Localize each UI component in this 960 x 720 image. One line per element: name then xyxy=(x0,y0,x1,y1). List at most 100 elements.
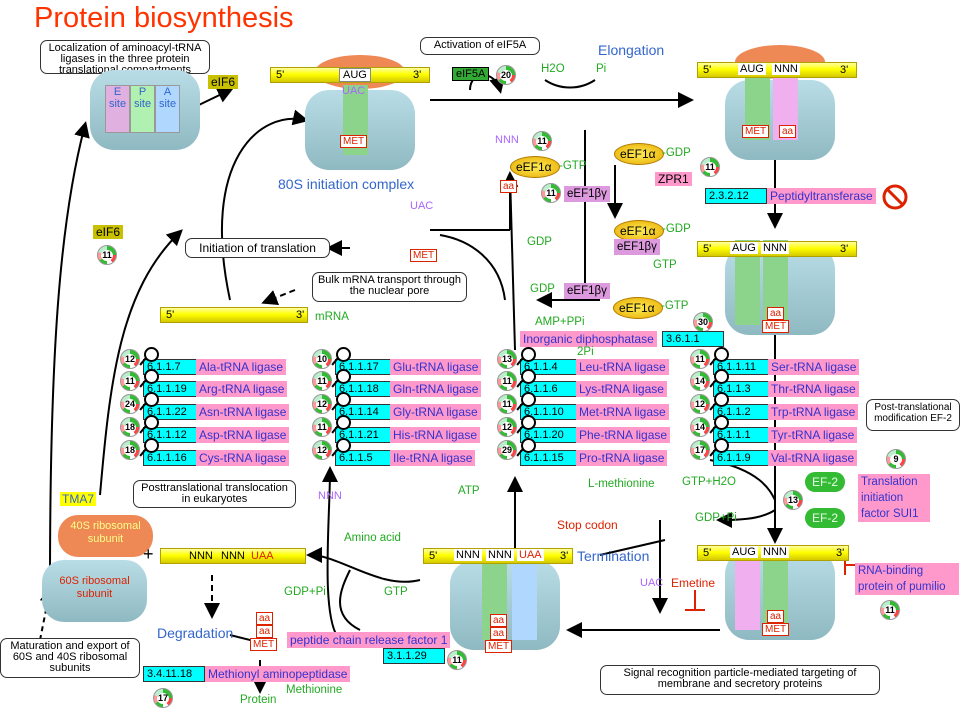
release-factor: peptide chain release factor 1 xyxy=(287,632,451,648)
note-maturation: Maturation and export of 60S and 40S rib… xyxy=(0,638,140,678)
magnifier-icon[interactable] xyxy=(714,347,729,362)
ppase-ec[interactable]: 3.6.1.1 xyxy=(662,331,724,347)
ligase-ec[interactable]: 6.1.1.15 xyxy=(520,450,582,466)
release-factor-ec[interactable]: 3.1.1.29 xyxy=(383,648,445,664)
ligase-count: 17 xyxy=(690,440,710,460)
ligase-ec[interactable]: 6.1.1.12 xyxy=(143,427,205,443)
ligase-ec[interactable]: 6.1.1.6 xyxy=(520,381,582,397)
gdp-pi: GDP+Pi xyxy=(695,512,737,524)
ligase-name: Gln-tRNA ligase xyxy=(390,381,482,397)
ligase-name: Pro-tRNA ligase xyxy=(576,450,668,466)
a-site: A site xyxy=(155,85,180,133)
ligase-count: 12 xyxy=(312,440,332,460)
note-srp: Signal recognition particle-mediated tar… xyxy=(600,665,880,695)
ligase-ec[interactable]: 6.1.1.22 xyxy=(143,404,205,420)
magnifier-icon[interactable] xyxy=(714,415,729,430)
metap-ec[interactable]: 3.4.11.18 xyxy=(143,666,205,682)
magnifier-icon[interactable] xyxy=(144,438,159,453)
ligase-ec[interactable]: 6.1.1.5 xyxy=(335,450,397,466)
eef1a-gtp-count: 11 xyxy=(532,131,552,151)
ligase-name: Tyr-tRNA ligase xyxy=(768,427,858,443)
magnifier-icon[interactable] xyxy=(336,415,351,430)
ligase-name: Glu-tRNA ligase xyxy=(390,359,482,375)
ribosome-80s xyxy=(305,55,415,175)
eif6-label: eIF6 xyxy=(93,225,124,239)
ligase-ec[interactable]: 6.1.1.14 xyxy=(335,404,397,420)
ligase-name: Ile-tRNA ligase xyxy=(390,450,476,466)
eef1a-gtp-low: eEF1α xyxy=(613,297,663,319)
metap-count: 17 xyxy=(153,688,173,708)
magnifier-icon[interactable] xyxy=(336,347,351,362)
protein: Protein xyxy=(240,694,277,706)
ligase-count: 24 xyxy=(120,394,140,414)
ligase-ec[interactable]: 6.1.1.17 xyxy=(335,359,397,375)
ppase-name: Inorganic diphosphatase xyxy=(520,331,657,347)
magnifier-icon[interactable] xyxy=(521,347,536,362)
sui1: Translation initiation factor SUI1 xyxy=(858,474,930,522)
peptidyltransferase: Peptidyltransferase xyxy=(767,188,876,204)
ligase-ec[interactable]: 6.1.1.2 xyxy=(713,404,775,420)
label-elongation: Elongation xyxy=(598,42,665,58)
gtp-1: GTP xyxy=(653,259,677,271)
plus-sign: + xyxy=(143,544,154,564)
ligase-ec[interactable]: 6.1.1.20 xyxy=(520,427,582,443)
magnifier-icon[interactable] xyxy=(336,392,351,407)
ligase-count: 11 xyxy=(312,417,332,437)
amp-ppi: AMP+PPi xyxy=(535,316,585,328)
ligase-name: Met-tRNA ligase xyxy=(576,404,669,420)
pumilio-count: 11 xyxy=(880,600,900,620)
magnifier-icon[interactable] xyxy=(521,415,536,430)
magnifier-icon[interactable] xyxy=(144,347,159,362)
ligase-ec[interactable]: 6.1.1.16 xyxy=(143,450,205,466)
magnifier-icon[interactable] xyxy=(521,438,536,453)
ligase-count: 12 xyxy=(690,394,710,414)
magnifier-icon[interactable] xyxy=(714,392,729,407)
note-ptm: Post-translational modification EF-2 xyxy=(866,399,960,431)
release-count: 11 xyxy=(447,650,467,670)
met-float: MET xyxy=(410,249,438,262)
magnifier-icon[interactable] xyxy=(714,438,729,453)
gtp-term: GTP xyxy=(384,586,408,598)
two-pi: 2Pi xyxy=(577,346,594,358)
ligase-ec[interactable]: 6.1.1.19 xyxy=(143,381,205,397)
magnifier-icon[interactable] xyxy=(336,369,351,384)
peptidyltransferase-ec[interactable]: 2.3.2.12 xyxy=(705,188,767,204)
ligase-ec[interactable]: 6.1.1.18 xyxy=(335,381,397,397)
methionine: Methionine xyxy=(286,684,343,696)
ligase-count: 11 xyxy=(312,371,332,391)
pumilio: RNA-binding protein of pumilio xyxy=(855,563,959,595)
eef1b-count: 11 xyxy=(541,183,561,203)
mrna-elong-2: 5' AUG NNN 3' xyxy=(697,241,857,257)
ligase-ec[interactable]: 6.1.1.1 xyxy=(713,427,775,443)
p-site: P site xyxy=(130,85,155,133)
eif6-label-top: eIF6 xyxy=(208,75,239,89)
met-term: MET xyxy=(485,640,513,653)
ligase-ec[interactable]: 6.1.1.11 xyxy=(713,359,775,375)
mrna-label: mRNA xyxy=(315,311,349,323)
mrna-80s: 5' AUG 3' xyxy=(270,67,430,83)
met-deg: MET xyxy=(250,638,278,651)
aa-elong-3: aa xyxy=(767,610,785,623)
magnifier-icon[interactable] xyxy=(144,392,159,407)
magnifier-icon[interactable] xyxy=(521,392,536,407)
ligase-count: 12 xyxy=(312,394,332,414)
ligase-ec[interactable]: 6.1.1.3 xyxy=(713,381,775,397)
aa-trna: aa xyxy=(500,180,518,193)
note-initiation: Initiation of translation xyxy=(185,238,330,258)
tma7: TMA7 xyxy=(60,492,97,506)
magnifier-icon[interactable] xyxy=(714,369,729,384)
met-elong-1: MET xyxy=(742,125,770,138)
ef2-top: EF-2 xyxy=(805,472,845,492)
magnifier-icon[interactable] xyxy=(521,369,536,384)
page-title: Protein biosynthesis xyxy=(34,2,294,34)
ligase-name: Asn-tRNA ligase xyxy=(196,404,290,420)
h2o: H2O xyxy=(541,63,565,75)
metap: Methionyl aminopeptidase xyxy=(205,666,351,682)
magnifier-icon[interactable] xyxy=(144,415,159,430)
magnifier-icon[interactable] xyxy=(336,438,351,453)
ligase-name: His-tRNA ligase xyxy=(390,427,481,443)
magnifier-icon[interactable] xyxy=(144,369,159,384)
gtp-bot-label: -GTP xyxy=(661,300,689,312)
aa-term-1: aa xyxy=(490,614,508,627)
ligase-ec[interactable]: 6.1.1.10 xyxy=(520,404,582,420)
